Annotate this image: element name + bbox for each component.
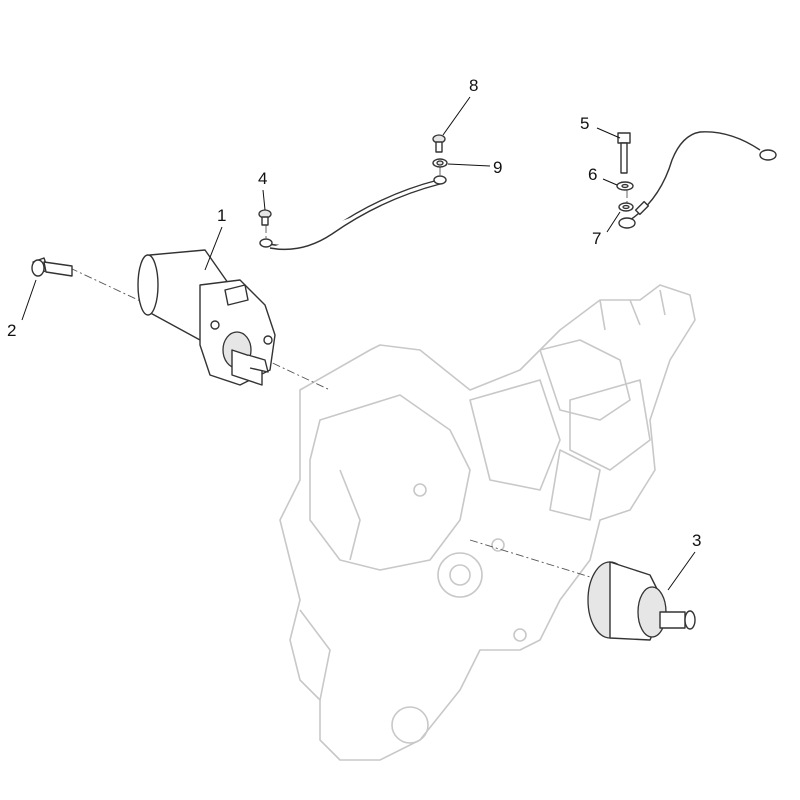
callout-2: 2 [7,321,17,340]
washer-part-6[interactable] [616,181,634,191]
callout-6: 6 [588,165,598,184]
bolt-part-5[interactable] [617,132,631,174]
callout-1: 1 [217,206,227,225]
starter-drive-part-3[interactable] [587,561,696,641]
callout-7: 7 [592,229,602,248]
callout-9: 9 [493,158,503,177]
screw-part-8[interactable] [432,134,446,153]
crankcase [279,284,696,761]
callout-3: 3 [692,531,702,550]
bolt-part-2[interactable] [31,257,73,277]
washer-part-9[interactable] [432,158,448,168]
assembly-line [469,539,601,581]
ground-cable [259,175,447,251]
battery-cable [618,131,777,229]
leader-lines [21,96,696,591]
callout-8: 8 [469,76,479,95]
screw-part-4[interactable] [258,209,272,226]
washer-part-7[interactable] [618,202,634,212]
callout-4: 4 [258,169,268,188]
starter-motor-part-1[interactable] [137,249,276,386]
callout-5: 5 [580,114,590,133]
